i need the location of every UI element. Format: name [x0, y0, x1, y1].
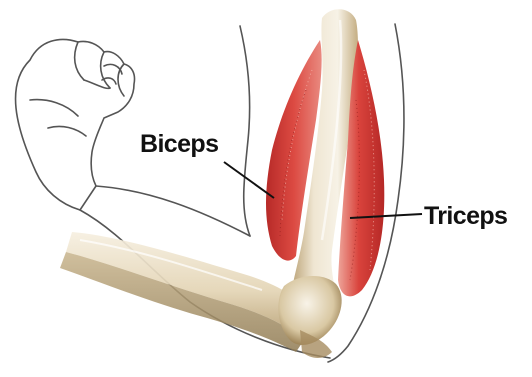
biceps-label: Biceps: [140, 130, 218, 158]
fist-outline: [16, 39, 135, 210]
triceps-label: Triceps: [424, 202, 507, 230]
biceps-leader-line: [224, 162, 274, 198]
